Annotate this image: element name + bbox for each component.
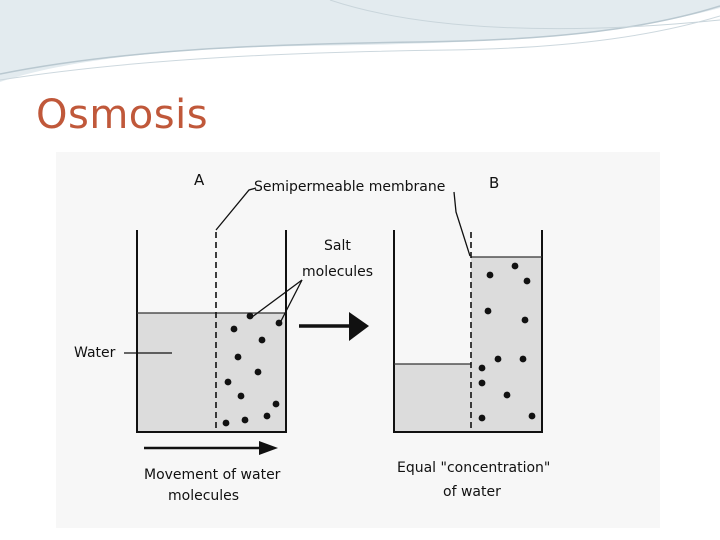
salt-molecule — [519, 355, 527, 363]
equal-label-line1: Equal "concentration" — [397, 460, 550, 476]
movement-label-line2: molecules — [168, 488, 239, 504]
salt-label-line2: molecules — [302, 264, 373, 280]
movement-label-line1: Movement of water — [144, 467, 281, 483]
osmosis-diagram: A B Semipermeable membrane Salt molecule… — [74, 171, 550, 504]
beaker-b-outline — [393, 230, 543, 433]
beaker-a — [136, 230, 287, 433]
header-banner — [0, 0, 720, 82]
pointer-lines — [124, 187, 471, 354]
salt-molecule — [258, 336, 266, 344]
salt-molecules-b — [478, 262, 536, 422]
beaker-b — [393, 230, 543, 433]
salt-molecule — [494, 355, 502, 363]
water-label: Water — [74, 345, 116, 361]
membrane-pointer-b — [453, 191, 471, 257]
slide-title: Osmosis — [36, 92, 209, 138]
salt-molecule — [230, 325, 238, 333]
salt-molecule — [237, 392, 245, 400]
salt-molecule — [503, 391, 511, 399]
salt-molecule — [234, 353, 242, 361]
salt-molecule — [511, 262, 519, 270]
beaker-a-outline — [136, 230, 287, 433]
salt-molecules-a — [222, 312, 283, 427]
process-arrow — [299, 312, 369, 341]
salt-molecule — [272, 400, 280, 408]
salt-molecule — [478, 364, 486, 372]
salt-pointer-2 — [280, 279, 303, 322]
movement-arrow — [144, 441, 278, 455]
salt-pointer-1 — [251, 279, 303, 318]
salt-molecule — [224, 378, 232, 386]
salt-molecule — [263, 412, 271, 420]
salt-molecule — [222, 419, 230, 427]
salt-molecule — [254, 368, 262, 376]
salt-molecule — [486, 271, 494, 279]
salt-molecule — [528, 412, 536, 420]
salt-molecule — [521, 316, 529, 324]
beaker-b-water-left — [394, 364, 471, 432]
salt-molecule — [523, 277, 531, 285]
beaker-b-water-right — [471, 257, 542, 432]
label-b: B — [489, 174, 499, 192]
salt-molecule — [478, 414, 486, 422]
membrane-label: Semipermeable membrane — [254, 179, 445, 195]
salt-molecule — [246, 312, 254, 320]
salt-label-line1: Salt — [324, 238, 351, 254]
membrane-pointer-a — [215, 187, 257, 231]
salt-molecule — [484, 307, 492, 315]
label-a: A — [194, 171, 205, 189]
beaker-a-water — [137, 313, 286, 432]
salt-molecule — [241, 416, 249, 424]
equal-label-line2: of water — [443, 484, 501, 500]
salt-molecule — [478, 379, 486, 387]
salt-molecule — [275, 319, 283, 327]
